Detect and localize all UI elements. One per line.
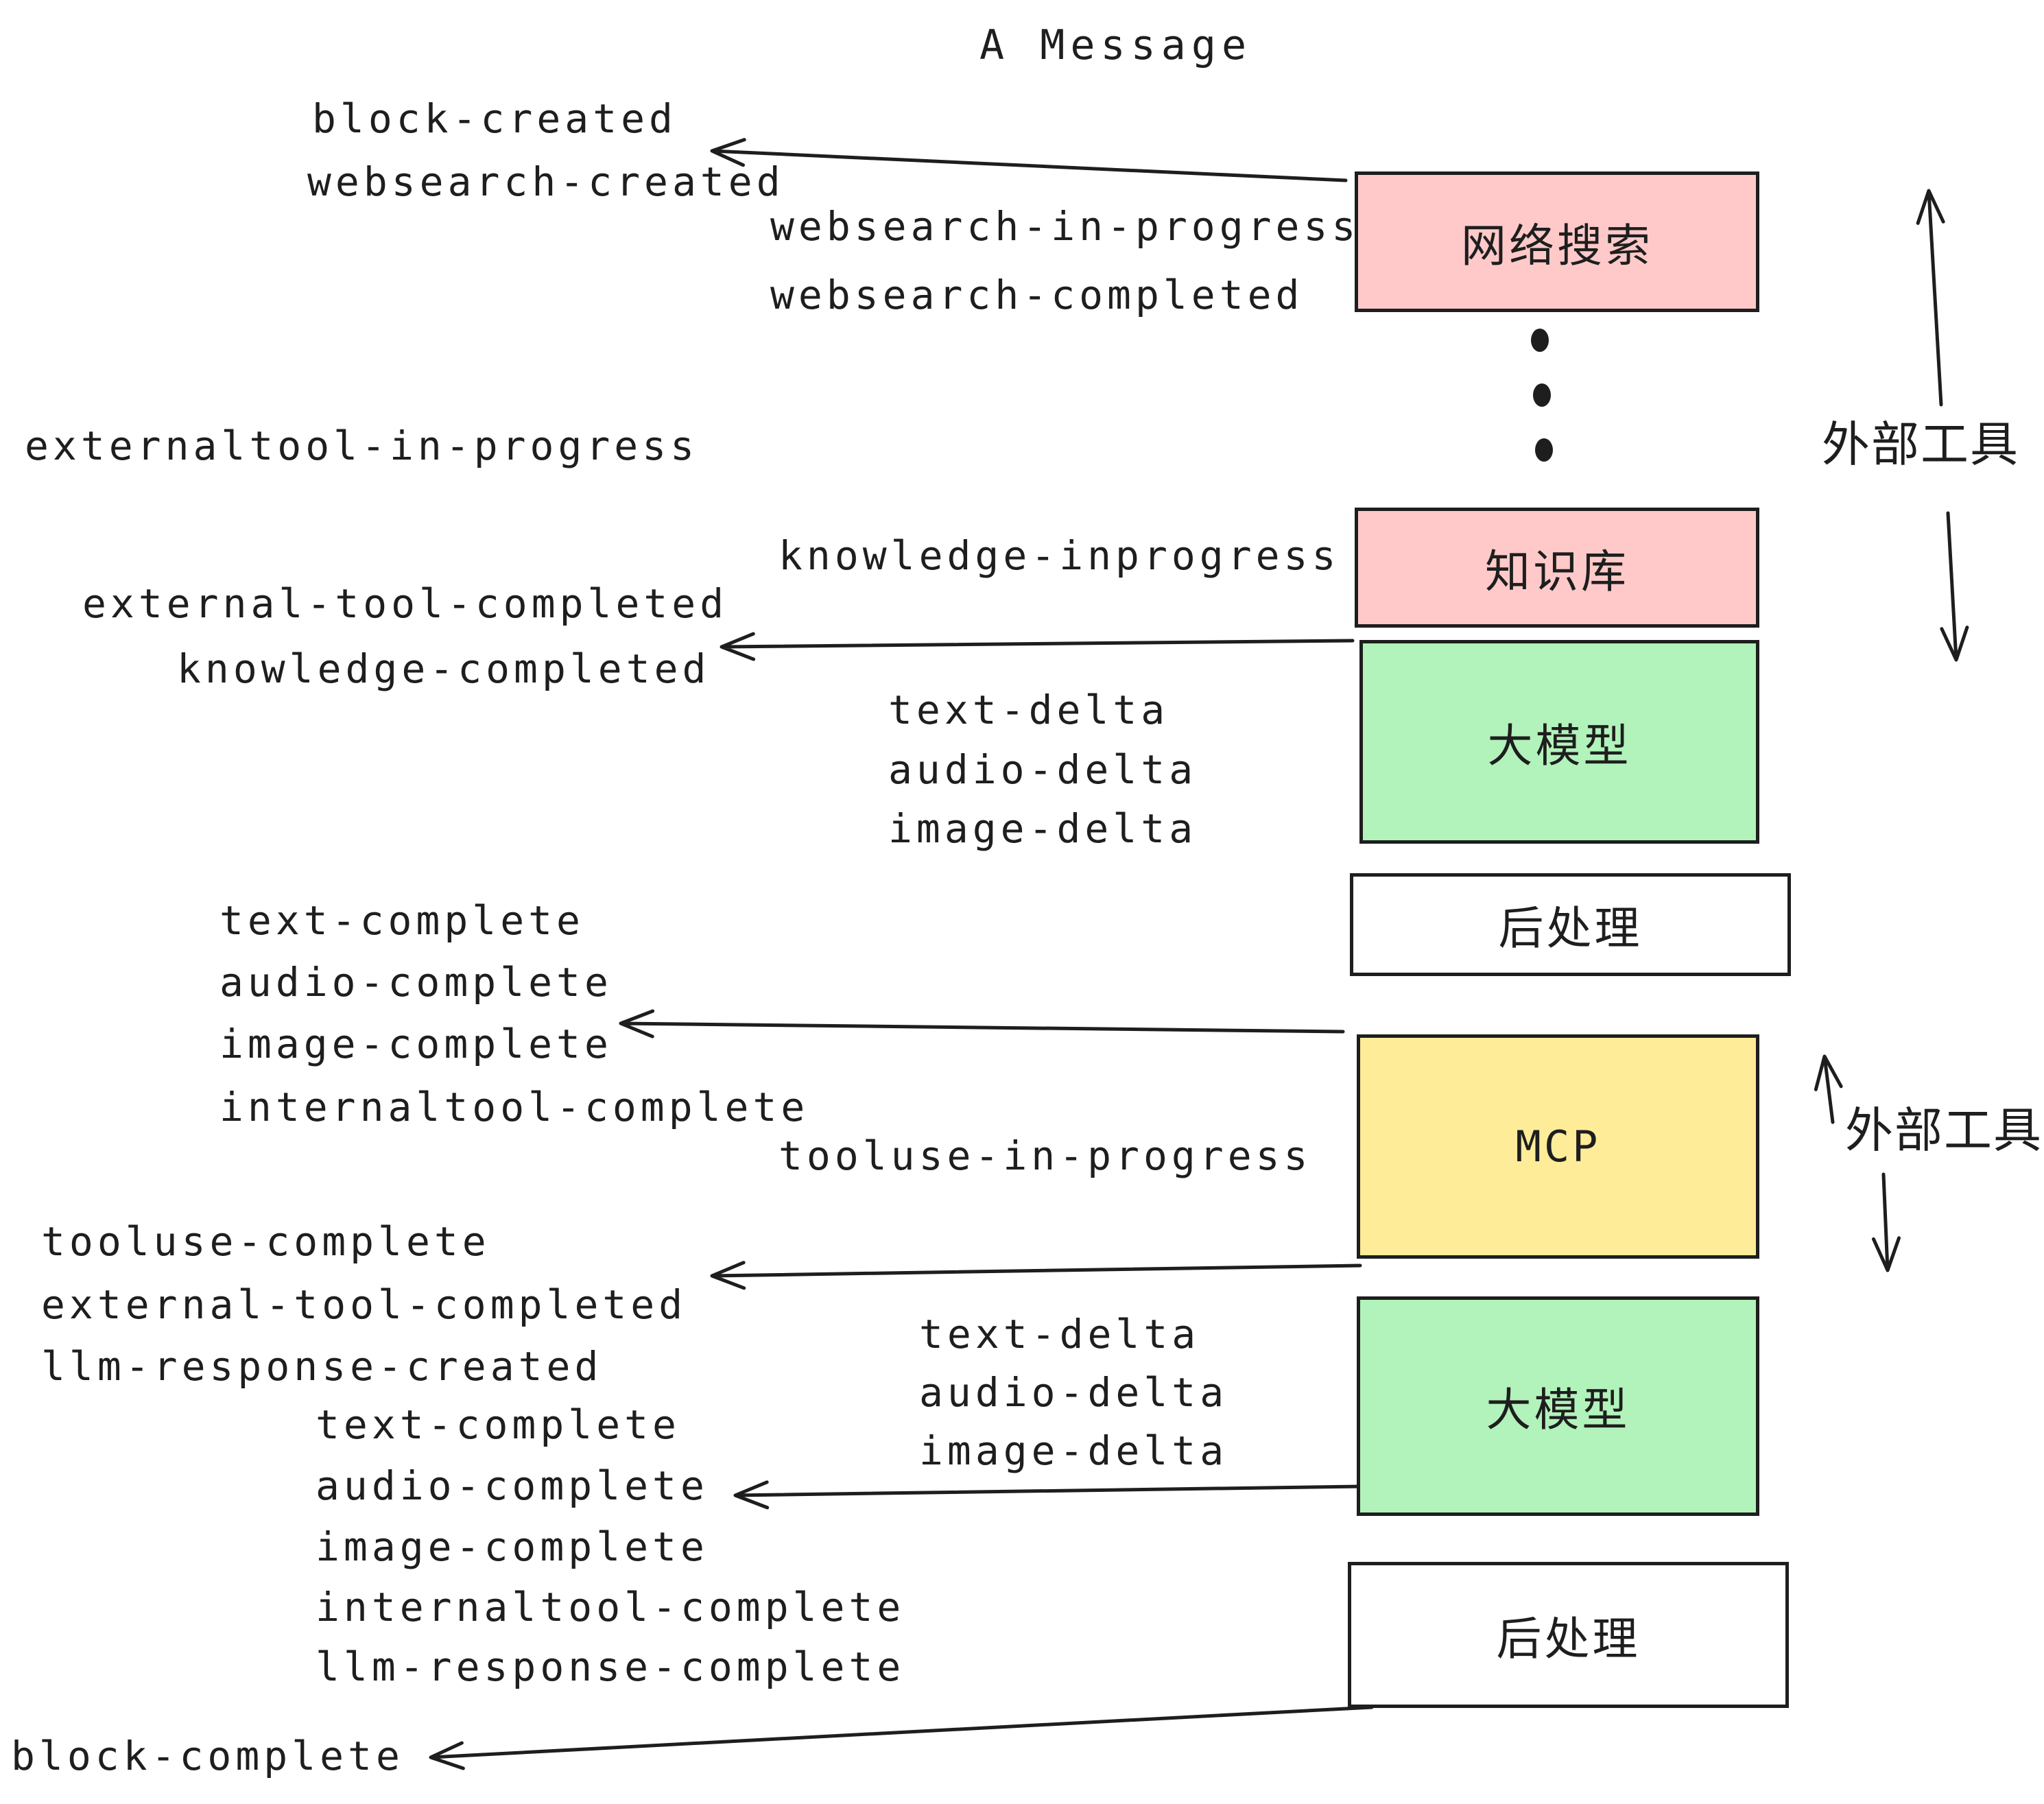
box-postprocess-1: 后处理 <box>1350 873 1791 976</box>
ellipsis-dot <box>1531 329 1549 352</box>
event-block-complete: block-complete <box>11 1733 404 1779</box>
event-websearch-completed: websearch-completed <box>770 272 1304 318</box>
arrow <box>720 632 1355 661</box>
ellipsis-dot <box>1535 438 1553 462</box>
label-external-tools-top: 外部工具 <box>1822 416 2019 473</box>
page-title: A Message <box>979 21 1252 69</box>
box-knowledge-base: 知识库 <box>1355 508 1759 628</box>
event-image-delta-2: image-delta <box>919 1427 1228 1474</box>
event-websearch-in-progress: websearch-in-progress <box>770 203 1360 250</box>
event-external-tool-completed-2: external-tool-completed <box>41 1281 687 1328</box>
event-text-complete-1: text-complete <box>219 897 584 944</box>
box-websearch: 网络搜索 <box>1355 171 1759 312</box>
event-externaltool-in-progress: externaltool-in-progress <box>25 423 699 469</box>
arrow <box>1940 511 1969 662</box>
box-llm-2: 大模型 <box>1357 1296 1759 1516</box>
box-mcp: MCP <box>1357 1034 1759 1259</box>
event-text-delta-1: text-delta <box>888 687 1169 733</box>
arrow <box>619 1009 1345 1039</box>
event-llm-response-complete: llm-response-complete <box>316 1643 905 1690</box>
event-tooluse-in-progress: tooluse-in-progress <box>779 1132 1312 1179</box>
event-audio-complete-1: audio-complete <box>219 959 613 1006</box>
box-llm-1: 大模型 <box>1359 640 1759 844</box>
event-internaltool-complete-2: internaltool-complete <box>316 1584 905 1630</box>
ellipsis-dot <box>1533 383 1551 407</box>
arrow <box>1916 189 1945 407</box>
event-text-complete-2: text-complete <box>316 1401 680 1448</box>
arrow <box>710 138 1348 182</box>
arrow <box>1871 1172 1901 1272</box>
event-internaltool-complete-1: internaltool-complete <box>219 1084 809 1130</box>
event-text-delta-2: text-delta <box>919 1311 1200 1357</box>
arrow <box>1814 1054 1843 1124</box>
event-websearch-created: websearch-created <box>307 158 785 205</box>
event-image-complete-2: image-complete <box>316 1523 709 1570</box>
event-image-complete-1: image-complete <box>219 1021 613 1067</box>
arrow <box>733 1480 1364 1510</box>
event-tooluse-complete: tooluse-complete <box>41 1218 490 1265</box>
event-audio-delta-1: audio-delta <box>888 746 1198 793</box>
event-llm-response-created: llm-response-created <box>41 1343 603 1390</box>
event-audio-delta-2: audio-delta <box>919 1369 1228 1416</box>
event-knowledge-inprogress: knowledge-inprogress <box>779 532 1340 579</box>
event-block-created: block-created <box>312 95 677 142</box>
box-postprocess-2: 后处理 <box>1348 1562 1789 1708</box>
event-knowledge-completed: knowledge-completed <box>177 645 711 692</box>
event-external-tool-completed-1: external-tool-completed <box>82 580 728 627</box>
event-audio-complete-2: audio-complete <box>316 1462 709 1509</box>
event-image-delta-1: image-delta <box>888 805 1198 852</box>
label-external-tools-mid: 外部工具 <box>1845 1102 2043 1159</box>
arrow <box>710 1261 1362 1290</box>
arrow <box>429 1705 1374 1770</box>
